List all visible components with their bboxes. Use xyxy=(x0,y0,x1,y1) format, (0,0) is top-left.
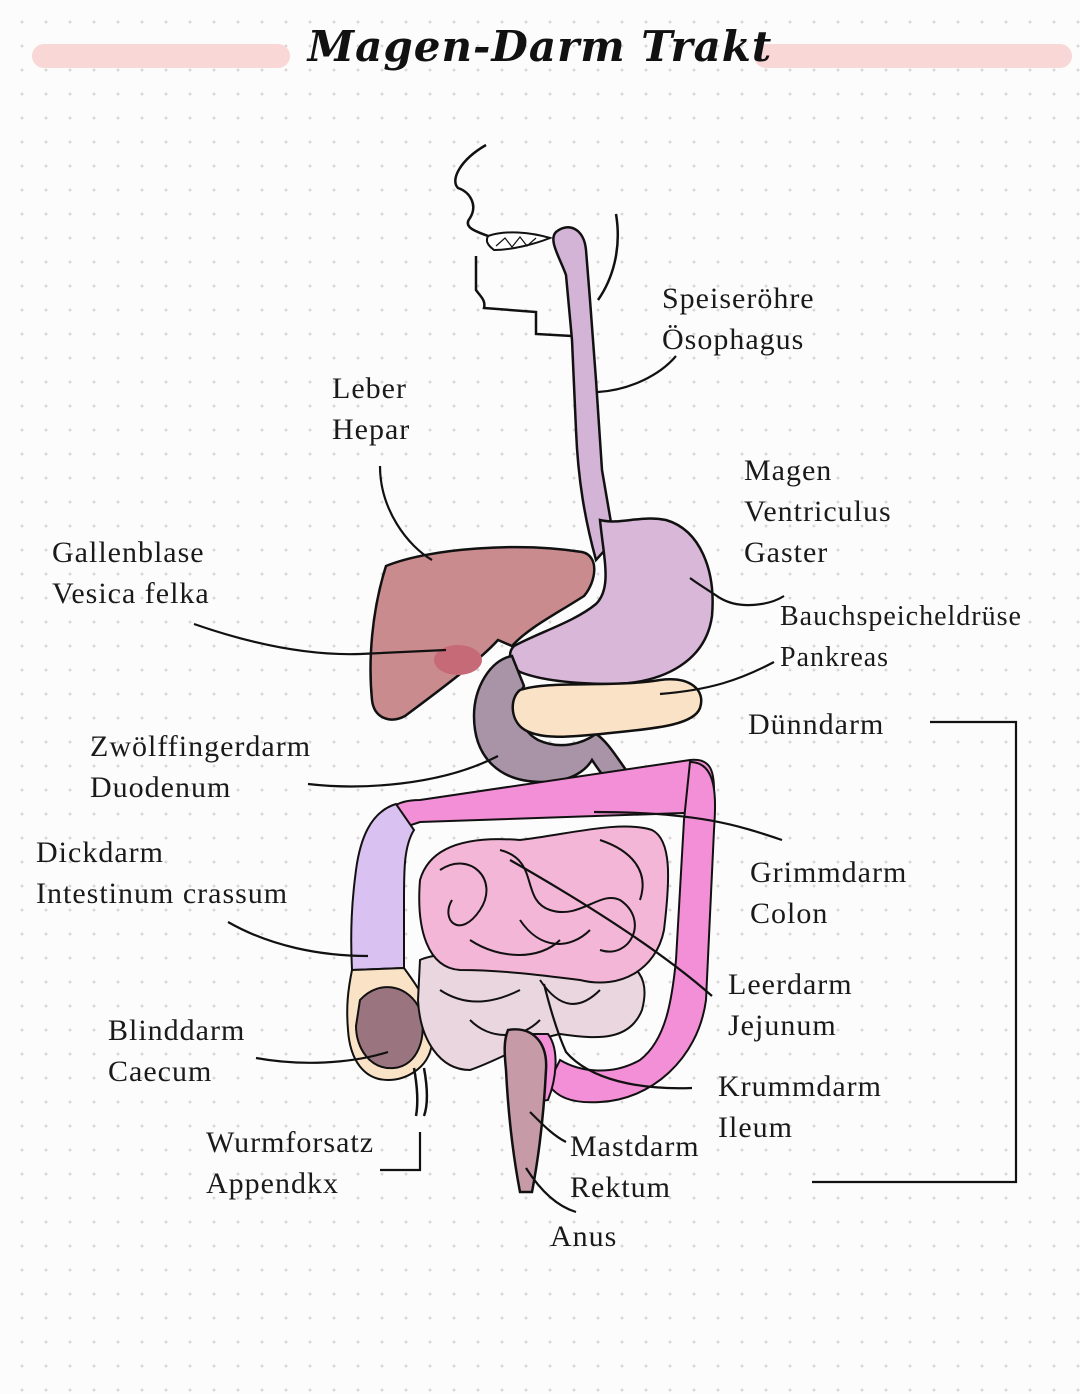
label-rektum: Mastdarm Rektum xyxy=(570,1126,700,1208)
label-caecum-lat: Caecum xyxy=(108,1055,213,1088)
label-colon: Grimmdarm Colon xyxy=(750,852,907,934)
caecum-inner xyxy=(354,986,424,1070)
leader-gallenblase xyxy=(193,622,447,656)
label-caecum: Blinddarm Caecum xyxy=(108,1010,245,1092)
duenndarm-bracket xyxy=(812,720,1018,1184)
leader-jejunum xyxy=(509,859,713,997)
label-leber: Leber Hepar xyxy=(332,368,410,450)
label-rektum-de: Mastdarm xyxy=(570,1130,700,1163)
label-gallenblase: Gallenblase Vesica felka xyxy=(52,532,210,614)
leader-speiseroehre xyxy=(597,355,677,394)
leader-appendix xyxy=(380,1132,422,1172)
leader-mastdarm xyxy=(529,1111,567,1143)
label-magen-lat1: Ventriculus xyxy=(744,495,892,528)
label-caecum-de: Blinddarm xyxy=(108,1014,246,1047)
leader-pankreas xyxy=(659,661,775,696)
label-dickdarm: Dickdarm Intestinum crassum xyxy=(36,832,288,914)
label-dickdarm-lat: Intestinum crassum xyxy=(36,877,289,910)
leader-caecum xyxy=(255,1050,389,1064)
label-rektum-lat: Rektum xyxy=(570,1171,671,1204)
small-intestine-upper xyxy=(418,825,670,984)
label-speiseroehre: Speiseröhre Ösophagus xyxy=(662,278,815,360)
label-ileum-de: Krummdarm xyxy=(718,1070,882,1103)
label-appendix-de: Wurmforsatz xyxy=(206,1126,375,1159)
label-jejunum-lat: Jejunum xyxy=(728,1009,837,1042)
label-magen: Magen Ventriculus Gaster xyxy=(744,450,892,573)
label-colon-lat: Colon xyxy=(750,897,829,930)
rectum xyxy=(503,1028,548,1194)
liver xyxy=(369,545,596,721)
label-jejunum-de: Leerdarm xyxy=(728,968,853,1001)
label-anus-de: Anus xyxy=(550,1220,618,1253)
small-intestine-coils xyxy=(439,839,644,1036)
descending-colon xyxy=(546,760,716,1104)
label-appendix: Wurmforsatz Appendkx xyxy=(206,1122,374,1204)
label-speiseroehre-lat: Ösophagus xyxy=(662,323,805,356)
appendix xyxy=(412,1067,429,1117)
label-duenndarm-de: Dünndarm xyxy=(748,708,885,741)
leader-dickdarm xyxy=(227,921,369,958)
label-gallenblase-de: Gallenblase xyxy=(52,536,205,569)
leader-magen xyxy=(689,577,785,607)
gallbladder xyxy=(434,645,482,675)
page-title: Magen-Darm Trakt xyxy=(307,22,773,71)
ascending-colon xyxy=(350,802,416,972)
label-magen-de: Magen xyxy=(744,454,833,487)
mouth-teeth xyxy=(485,231,554,252)
title-decoration-right xyxy=(754,44,1072,68)
esophagus xyxy=(552,226,616,563)
pancreas xyxy=(511,678,703,739)
label-leber-de: Leber xyxy=(332,372,407,405)
label-anus: Anus xyxy=(550,1216,617,1257)
head-profile-outline xyxy=(454,143,573,338)
leader-lines xyxy=(193,355,1018,1214)
leader-rektum xyxy=(525,1167,577,1214)
teeth-lines xyxy=(495,236,537,248)
label-jejunum: Leerdarm Jejunum xyxy=(728,964,853,1046)
label-pankreas-de: Bauchspeicheldrüse xyxy=(780,601,1022,632)
label-appendix-lat: Appendkx xyxy=(206,1167,339,1200)
label-dickdarm-de: Dickdarm xyxy=(36,836,164,869)
label-magen-lat2: Gaster xyxy=(744,536,829,569)
label-colon-de: Grimmdarm xyxy=(750,856,908,889)
label-leber-lat: Hepar xyxy=(332,413,411,446)
label-duodenum-lat: Duodenum xyxy=(90,771,232,804)
leader-duodenum xyxy=(307,755,499,788)
leader-ileum xyxy=(542,983,693,1090)
label-duodenum: Zwölffingerdarm Duodenum xyxy=(90,726,311,808)
label-duodenum-de: Zwölffingerdarm xyxy=(90,730,312,763)
neck-line xyxy=(596,213,620,301)
leader-colon xyxy=(593,810,783,842)
leader-leber xyxy=(378,465,433,561)
label-pankreas-lat: Pankreas xyxy=(780,642,890,673)
label-speiseroehre-de: Speiseröhre xyxy=(662,282,815,315)
title-decoration-left xyxy=(32,44,290,68)
label-ileum-lat: Ileum xyxy=(718,1111,793,1144)
label-duenndarm: Dünndarm xyxy=(748,704,884,745)
label-gallenblase-lat: Vesica felka xyxy=(52,577,210,610)
label-ileum: Krummdarm Ileum xyxy=(718,1066,882,1148)
label-pankreas: Bauchspeicheldrüse Pankreas xyxy=(780,596,1022,678)
